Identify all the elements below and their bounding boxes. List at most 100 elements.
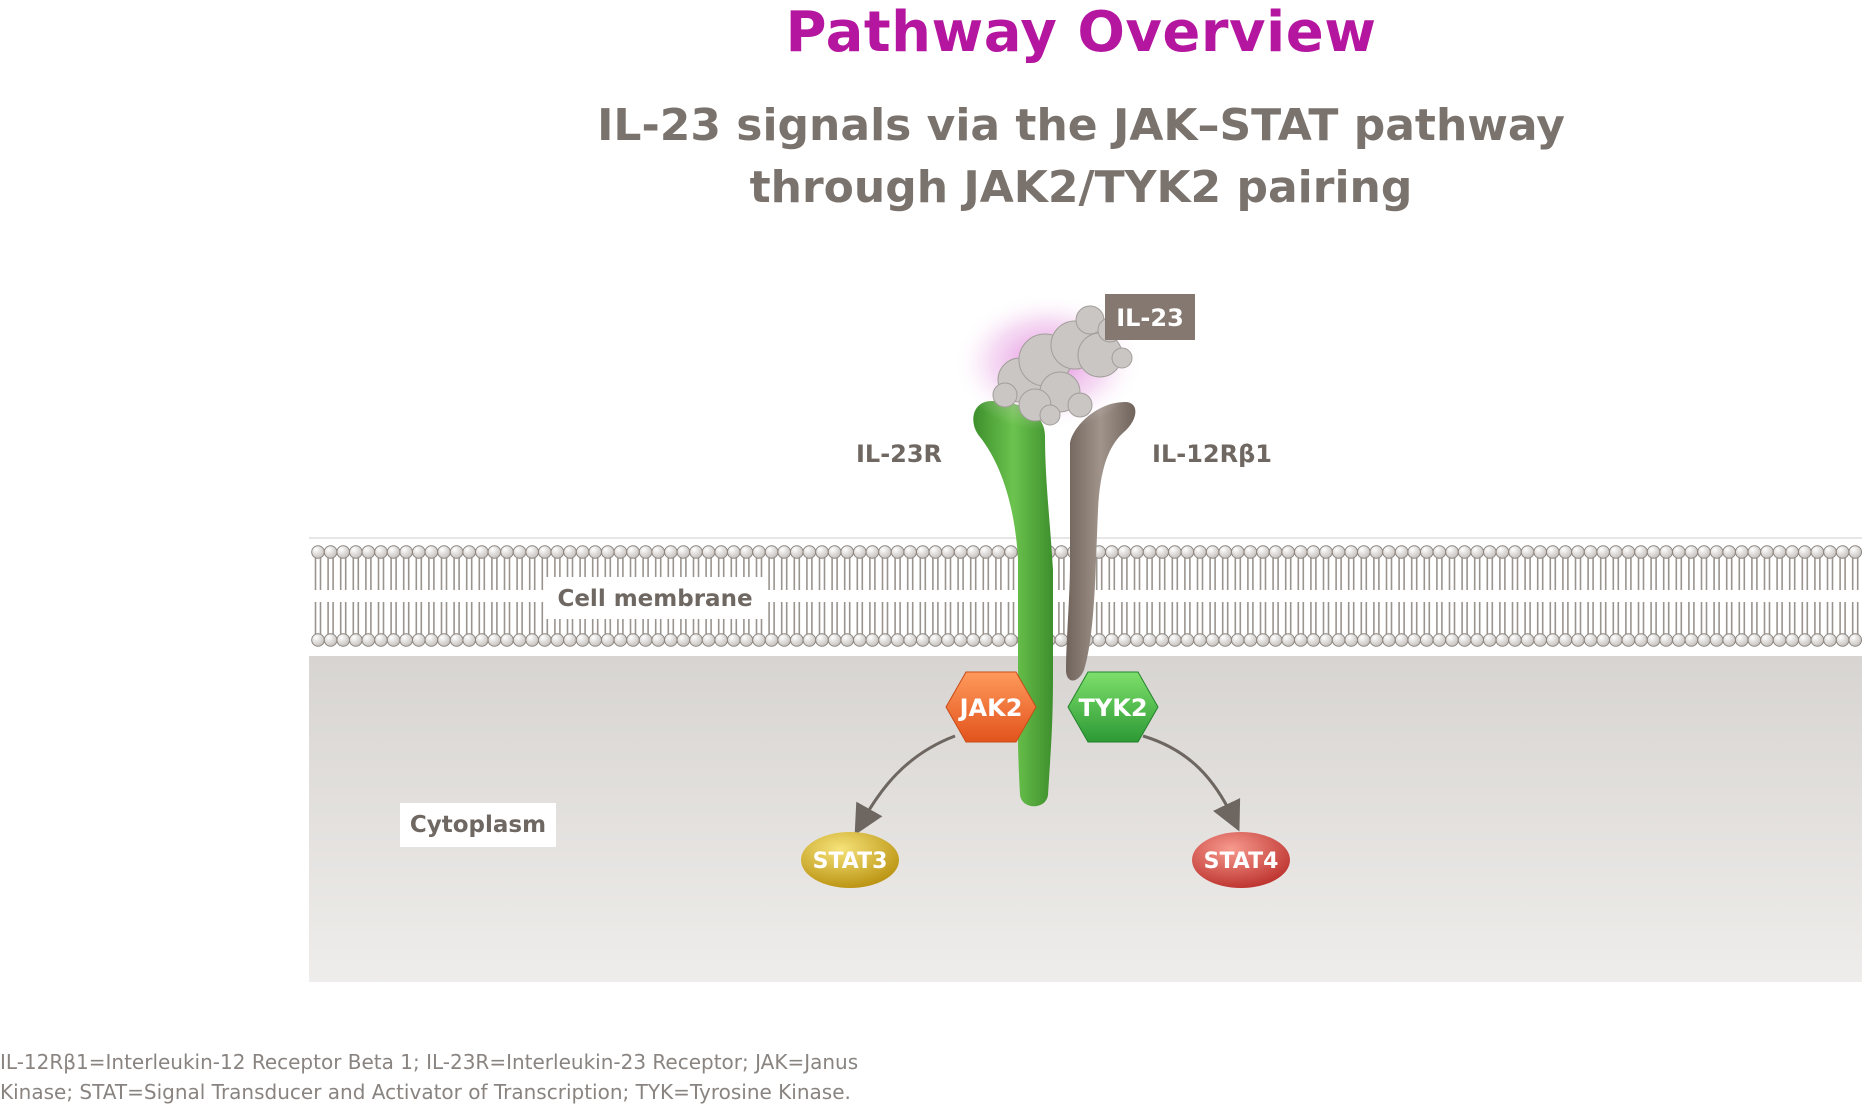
cytoplasm-label: Cytoplasm [410,812,546,838]
lipid-head [1357,545,1371,559]
lipid-head [1394,633,1409,647]
subtitle-line-1: IL-23 signals via the JAK–STAT pathway [597,100,1565,151]
lipid-head [1533,545,1547,559]
membrane-label: Cell membrane [557,586,752,612]
lipid-head [664,633,678,647]
lipid-head [487,633,502,647]
lipid-head [916,633,930,647]
lipid-head [1105,633,1119,647]
lipid-head [1294,633,1308,647]
lipid-head [1281,545,1295,559]
lipid-head [727,633,741,647]
lipid-head [1684,545,1699,559]
lipid-head [790,633,804,647]
lipid-head [1193,633,1207,647]
footnote-line-2: Kinase; STAT=Signal Transducer and Activ… [0,1080,851,1104]
lipid-head [1218,545,1232,559]
lipid-head [777,545,792,559]
lipid-head [1823,545,1837,559]
lipid-head [311,633,325,647]
lipid-head [1835,545,1850,559]
lipid-head [714,545,729,559]
lipid-head [1646,633,1661,647]
lipid-head [349,545,363,559]
lipid-head [1646,545,1661,559]
lipid-head [1319,545,1333,559]
lipid-head [1571,545,1585,559]
lipid-head [1583,545,1598,559]
lipid-head [1130,545,1144,559]
lipid-head [1634,545,1648,559]
lipid-head [374,545,388,559]
lipid-head [1457,545,1472,559]
lipid-head [386,545,401,559]
lipid-head [1495,633,1510,647]
lipid-head [1243,545,1258,559]
lipid-head [613,633,628,647]
lipid-head [588,633,603,647]
lipid-head [1558,545,1573,559]
stat3-node [801,832,899,888]
lipid-head [550,545,565,559]
lipid-head [979,633,993,647]
lipid-head [1470,545,1484,559]
lipid-head [1848,633,1862,647]
lipid-head [840,545,855,559]
lipid-head [865,633,880,647]
lipid-head [840,633,855,647]
lipid-head [1394,545,1409,559]
lipid-head [1785,545,1799,559]
lipid-head [651,633,666,647]
lipid-head [1621,545,1636,559]
cytoplasm-label-box [400,803,556,847]
il23r-label: IL-23R [856,440,942,468]
lipid-head [1672,633,1686,647]
lipid-head [1256,545,1270,559]
lipid-head [676,545,691,559]
lipid-head [739,633,754,647]
lipid-head [1092,633,1106,647]
lipid-head [336,633,351,647]
lipid-head [1155,633,1169,647]
lipid-head [349,633,363,647]
lipid-head [1735,633,1749,647]
lipid-head [1407,545,1421,559]
lipid-head [1168,545,1182,559]
lipid-head [714,633,729,647]
lipid-head [1268,545,1283,559]
lipid-head [815,633,829,647]
lipid-head [941,545,955,559]
lipid-head [1546,545,1560,559]
lipid-head [1407,633,1421,647]
lipid-head [512,545,527,559]
il23-ligand [992,305,1133,426]
lipid-head [512,633,527,647]
lipid-head [1697,633,1711,647]
lipid-head [1432,545,1447,559]
lipid-head [1709,633,1724,647]
lipid-head [1054,545,1069,559]
lipid-head [1054,633,1069,647]
lipid-head [1306,545,1321,559]
lipid-head [1105,545,1119,559]
lipid-head [475,633,489,647]
lipid-head [1205,633,1220,647]
lipid-head [928,545,943,559]
lipid-head [1117,633,1132,647]
lipid-head [449,545,464,559]
lipid-head [1810,633,1825,647]
lipid-head [1772,633,1787,647]
lipid-head [764,545,779,559]
lipid-head [1382,545,1396,559]
lipid-head [1735,545,1749,559]
lipid-head [613,545,628,559]
lipid-head [1558,633,1573,647]
lipid-head [928,633,943,647]
lipid-head [941,633,955,647]
lipid-head [903,545,918,559]
stat4-label: STAT4 [1204,849,1279,874]
lipid-head [1533,633,1547,647]
lipid-head [865,545,880,559]
lipid-head [399,633,414,647]
lipid-head [890,545,905,559]
